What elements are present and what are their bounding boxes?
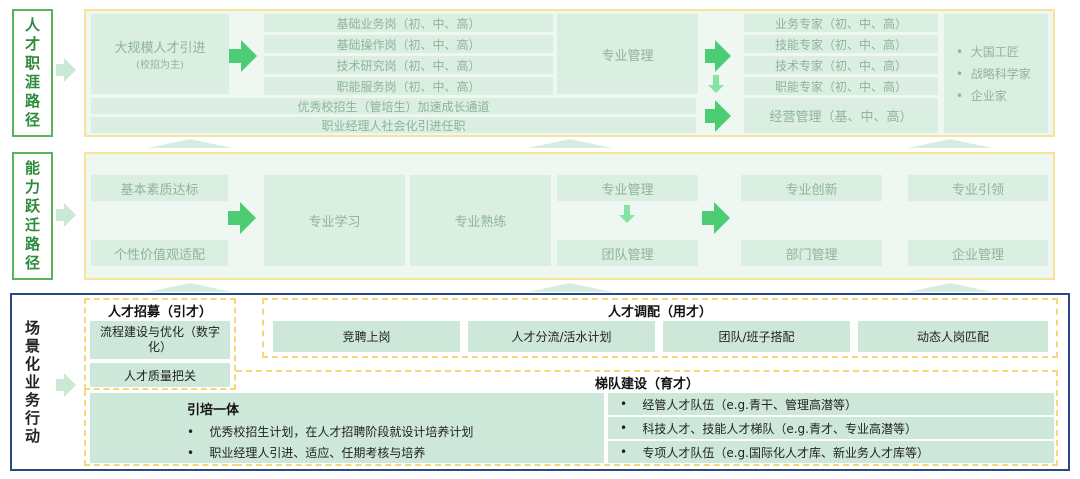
career-professional-management: 专业管理 [557,14,698,94]
team-management: 团队管理 [557,240,698,266]
professional-innovation: 专业创新 [741,175,882,201]
values-fit: 个性价值观适配 [91,240,228,266]
top-talent-item: • 企业家 [956,88,1007,103]
ability-down-arrow-icon [619,205,635,223]
integration-title: 引培一体 [187,403,240,418]
career-path-label: 人 才 职 涯 路 径 [12,9,53,137]
left-arrow-ability [56,203,76,227]
allocate-title: 人才调配（用才） [607,304,712,320]
ability-professional-management: 专业管理 [557,175,698,201]
echelon-group-lower [84,390,238,466]
intake-box: 大规模人才引进 (校招为主) [91,14,229,94]
up-arrow-icon [148,139,232,148]
allocate-rotation-item: 人才分流/活水计划 [468,321,655,352]
basic-quality: 基本素质达标 [91,175,228,201]
left-arrow-scenario [56,373,76,397]
echelon-management-item: • 经管人才队伍（e.g.青干、管理高潜等） [608,393,1054,415]
top-talent-item: • 大国工匠 [956,44,1019,59]
echelon-special-item: • 专项人才队伍（e.g.国际化人才库、新业务人才库等） [608,441,1054,463]
expert-technology: 技术专家（初、中、高） [744,56,938,74]
operations-management: 经营管理（基、中、高） [744,98,938,133]
integration-box: 引培一体 • 优秀校招生计划，在人才招聘阶段就设计培养计划 • 职业经理人引进、… [90,393,604,463]
up-arrow-icon [908,283,992,292]
left-arrow-career [56,58,76,82]
professional-learning: 专业学习 [264,175,405,266]
expert-arrow-icon [705,40,731,72]
manager-channel: 职业经理人社会化引进任职 [91,117,696,133]
scenario-label: 场 景 化 业 务 行 动 [12,296,53,468]
up-arrow-icon [908,139,992,148]
recruit-group [84,298,236,390]
up-arrow-icon [528,283,612,292]
echelon-title: 梯队建设（育才） [594,376,699,392]
department-management: 部门管理 [741,240,882,266]
intake-title: 大规模人才引进 [114,41,206,56]
top-talent-item: • 战略科学家 [956,66,1031,81]
position-function-service: 职能服务岗（初、中、高） [264,77,553,95]
intake-arrow-icon [229,40,257,72]
professional-proficiency: 专业熟练 [410,175,551,266]
top-talent-box: • 大国工匠 • 战略科学家 • 企业家 [944,14,1048,133]
integration-item: • 优秀校招生计划，在人才招聘阶段就设计培养计划 [187,425,474,439]
ability-arrow-icon [228,202,256,234]
enterprise-management: 企业管理 [908,240,1048,266]
allocate-dynamic-item: 动态人岗匹配 [858,321,1048,352]
integration-item: • 职业经理人引进、适应、任期考核与培养 [187,446,426,460]
allocate-team-item: 团队/班子搭配 [663,321,850,352]
allocate-competition-item: 竞聘上岗 [273,321,460,352]
position-basic-business: 基础业务岗（初、中、高） [264,14,553,32]
ops-arrow-icon [705,100,731,132]
echelon-group [236,370,1058,466]
up-arrow-icon [148,283,232,292]
professional-leadership: 专业引领 [908,175,1048,201]
position-basic-operation: 基础操作岗（初、中、高） [264,35,553,53]
ability-arrow-icon [702,202,730,234]
ability-path-label: 能 力 跃 迁 路 径 [12,152,53,280]
scenario-frame [10,293,1070,471]
expert-down-arrow-icon [708,75,724,93]
echelon-tech-item: • 科技人才、技能人才梯队（e.g.青才、专业高潜等） [608,417,1054,439]
allocate-group [262,298,1058,358]
up-arrow-icon [528,139,612,148]
expert-business: 业务专家（初、中、高） [744,14,938,32]
recruit-quality-item: 人才质量把关 [90,363,230,387]
expert-function: 职能专家（初、中、高） [744,77,938,95]
expert-skill: 技能专家（初、中、高） [744,35,938,53]
intake-subtitle: (校招为主) [136,60,184,71]
recruit-title: 人才招募（引才） [107,304,212,320]
trainee-channel: 优秀校招生（管培生）加速成长通道 [91,98,696,114]
position-tech-research: 技术研究岗（初、中、高） [264,56,553,74]
recruit-process-item: 流程建设与优化（数字化） [90,321,230,359]
